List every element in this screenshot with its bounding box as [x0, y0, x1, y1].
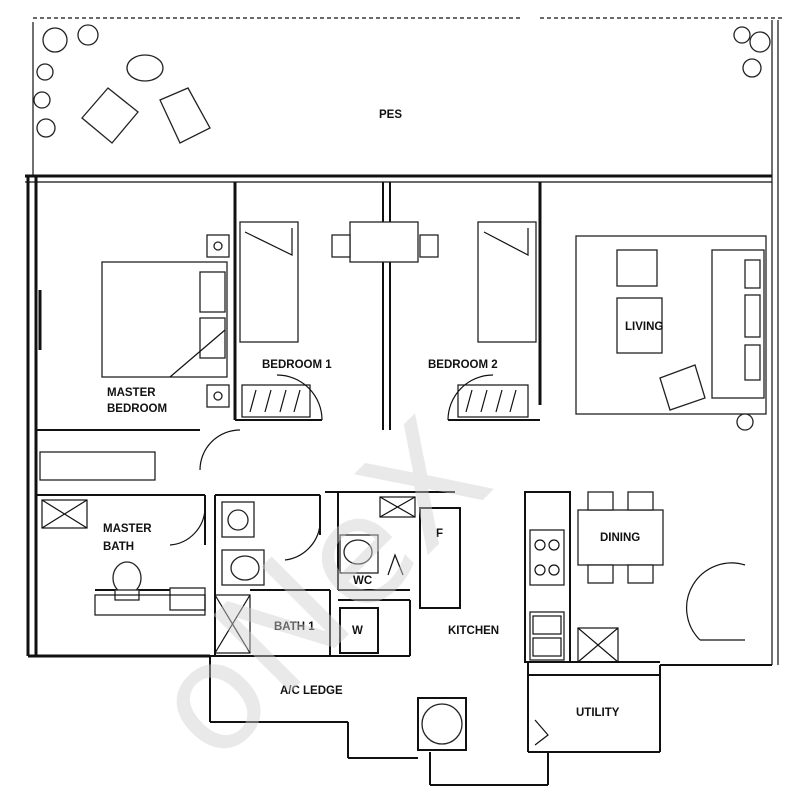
label-master-bath-2: BATH: [103, 541, 134, 553]
desk-icon: [331, 221, 439, 263]
shower-icon: [214, 594, 251, 654]
label-washer: W: [352, 625, 363, 637]
shower-icon: [41, 499, 88, 529]
door-icon: [534, 719, 549, 746]
ac-unit-icon: [421, 703, 463, 745]
label-pes: PES: [379, 109, 402, 121]
sink-icon: [529, 611, 565, 661]
label-master-bedroom-2: BEDROOM: [107, 403, 167, 415]
room-labels: PES MASTER BEDROOM BEDROOM 1 BEDROOM 2 L…: [103, 109, 663, 719]
label-utility: UTILITY: [576, 707, 620, 719]
door-swings: [169, 374, 746, 641]
bed-icon: [101, 261, 228, 378]
label-kitchen: KITCHEN: [448, 625, 499, 637]
basin-icon: [221, 501, 255, 538]
outer-walls: [25, 174, 772, 786]
label-living: LIVING: [625, 321, 663, 333]
pes-area: [32, 17, 782, 665]
label-fridge: F: [436, 528, 443, 540]
label-bedroom-2: BEDROOM 2: [428, 359, 498, 371]
toilet-icon: [221, 549, 265, 586]
bed-icon: [477, 221, 537, 343]
label-bath-1: BATH 1: [274, 621, 315, 633]
washer-icon: [339, 607, 379, 654]
toilet-icon: [339, 534, 379, 574]
label-master-bath-1: MASTER: [103, 523, 152, 535]
toilet-icon: [112, 561, 142, 601]
lounge-chair-icon: [81, 54, 211, 144]
wardrobe-icon: [241, 384, 311, 418]
label-master-bedroom-1: MASTER: [107, 387, 156, 399]
label-bedroom-1: BEDROOM 1: [262, 359, 332, 371]
interior-walls: [36, 182, 660, 752]
label-wc: WC: [353, 575, 372, 587]
stove-icon: [529, 529, 565, 586]
wardrobe-icon: [457, 384, 529, 418]
dining-table-icon: [577, 491, 664, 584]
fridge-icon: [419, 507, 461, 609]
label-dining: DINING: [600, 532, 640, 544]
bed-icon: [239, 221, 299, 343]
living-area-icon: [575, 235, 767, 431]
label-ac-ledge: A/C LEDGE: [280, 685, 343, 697]
plant-icon: [33, 24, 771, 138]
